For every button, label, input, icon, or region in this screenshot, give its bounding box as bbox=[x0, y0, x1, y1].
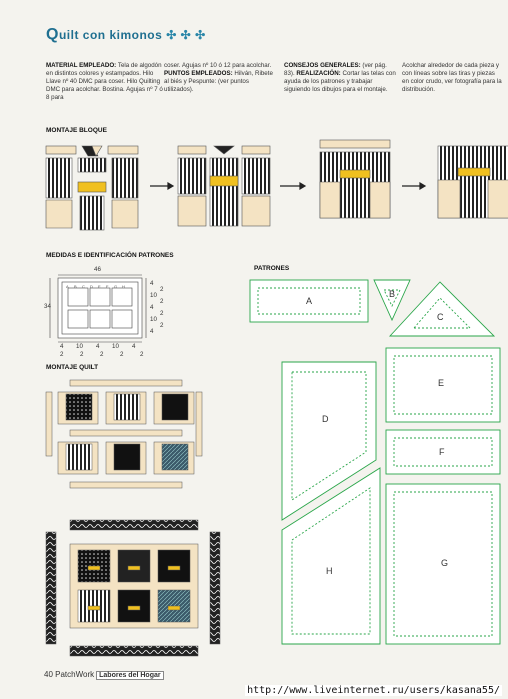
section-medidas: MEDIDAS E IDENTIFICACIÓN PATRONES bbox=[46, 252, 174, 259]
measure-left: 34 bbox=[44, 303, 51, 310]
materials-column-2: coser. Agujas nº 10 ó 12 para acolchar. … bbox=[164, 62, 273, 93]
measurements-diagram bbox=[49, 274, 147, 343]
measure-letter-e: E bbox=[98, 284, 101, 289]
measure-bottom-3: 4 bbox=[96, 343, 100, 350]
measure-right-small-3: 2 bbox=[160, 310, 164, 317]
pattern-label-d: D bbox=[322, 414, 329, 424]
measure-right-small-4: 2 bbox=[160, 322, 164, 329]
measure-bottom-1: 4 bbox=[60, 343, 64, 350]
pattern-label-h: H bbox=[326, 566, 333, 576]
measure-top: 46 bbox=[94, 266, 101, 273]
measure-right-3: 4 bbox=[150, 304, 154, 311]
block-step-3 bbox=[319, 139, 391, 219]
quilt-assembled bbox=[45, 519, 221, 657]
materials-column-4: Acolchar alrededor de cada pieza y con l… bbox=[402, 62, 502, 93]
measure-letter-a: A bbox=[66, 284, 69, 289]
measure-right-5: 4 bbox=[150, 328, 154, 335]
measure-right-small-2: 2 bbox=[160, 298, 164, 305]
watermark-url: http://www.liveinternet.ru/users/kasana5… bbox=[245, 685, 502, 696]
materials-column-3: CONSEJOS GENERALES: (ver pág. 83). REALI… bbox=[284, 62, 396, 93]
decorative-dots: ✣ ✣ ✣ bbox=[166, 28, 206, 42]
page-title: Quilt con kimonos✣ ✣ ✣ bbox=[46, 26, 206, 43]
section-montaje-bloque: MONTAJE BLOQUE bbox=[46, 127, 107, 134]
quilt-assembly-exploded bbox=[45, 379, 203, 489]
measure-letter-g: G bbox=[114, 284, 118, 289]
block-step-1 bbox=[45, 145, 139, 231]
materials-column-1: MATERIAL EMPLEADO: Tela de algodón en di… bbox=[46, 62, 163, 101]
section-montaje-quilt: MONTAJE QUILT bbox=[46, 364, 99, 371]
block-step-2 bbox=[177, 145, 271, 227]
measure-right-1: 4 bbox=[150, 280, 154, 287]
measure-right-4: 10 bbox=[150, 316, 157, 323]
block-step-4 bbox=[437, 145, 508, 219]
measure-right-2: 10 bbox=[150, 292, 157, 299]
measure-bottom-small-2: 2 bbox=[80, 351, 84, 358]
pattern-label-a: A bbox=[306, 296, 313, 306]
pattern-pieces bbox=[249, 279, 501, 645]
measure-bottom-small-4: 2 bbox=[120, 351, 124, 358]
arrow-3 bbox=[402, 181, 427, 191]
magazine-logo: Labores del Hogar bbox=[96, 671, 164, 680]
measure-bottom-small-5: 2 bbox=[140, 351, 144, 358]
measure-bottom-small-3: 2 bbox=[100, 351, 104, 358]
arrow-2 bbox=[280, 181, 307, 191]
measure-letter-h: H bbox=[122, 284, 125, 289]
section-patrones: PATRONES bbox=[254, 265, 290, 272]
pattern-label-c: C bbox=[437, 312, 444, 322]
measure-letter-c: C bbox=[82, 284, 85, 289]
measure-bottom-small-1: 2 bbox=[60, 351, 64, 358]
measure-bottom-5: 4 bbox=[132, 343, 136, 350]
pattern-label-b: B bbox=[389, 289, 396, 299]
measure-bottom-2: 10 bbox=[76, 343, 83, 350]
pattern-label-e: E bbox=[438, 378, 445, 388]
pattern-label-f: F bbox=[439, 447, 445, 457]
arrow-1 bbox=[150, 181, 175, 191]
pattern-label-g: G bbox=[441, 558, 449, 568]
measure-letter-f: F bbox=[106, 284, 109, 289]
measure-letter-d: D bbox=[90, 284, 93, 289]
measure-letter-b: B bbox=[74, 284, 77, 289]
measure-right-small-1: 2 bbox=[160, 286, 164, 293]
measure-bottom-4: 10 bbox=[112, 343, 119, 350]
